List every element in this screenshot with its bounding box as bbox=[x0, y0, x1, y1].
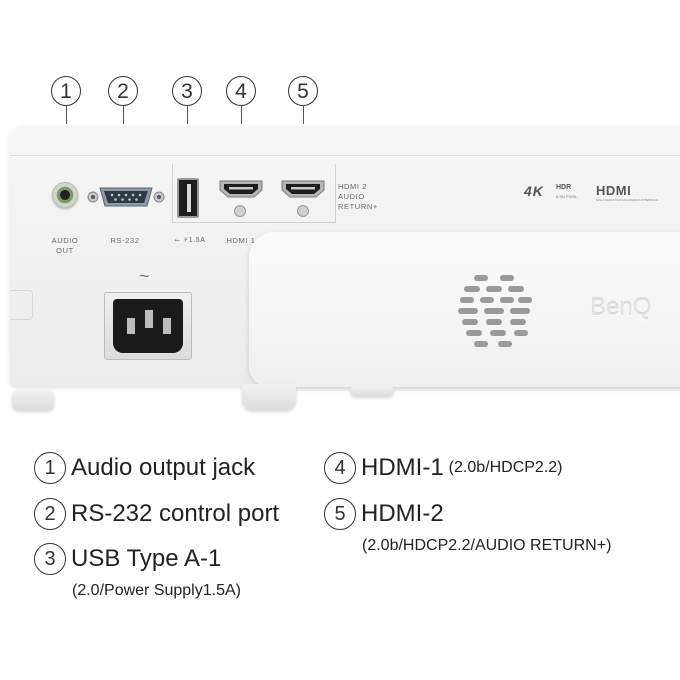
hdr-logo: HDR bbox=[556, 184, 572, 191]
usb-port-icon bbox=[177, 178, 199, 218]
audio-out-jack-icon bbox=[52, 182, 78, 208]
side-latch bbox=[10, 290, 33, 320]
hdmi2-port-icon bbox=[280, 179, 326, 199]
port-group-frame bbox=[172, 164, 336, 223]
callout-2: 2 bbox=[108, 76, 138, 106]
hdmi1-port-icon bbox=[218, 179, 264, 199]
hdmi1-label: HDMI 1 bbox=[226, 236, 256, 245]
caption-3: 3 USB Type A-1 bbox=[34, 543, 221, 575]
audio-out-label: AUDIO OUT bbox=[51, 236, 79, 255]
caption-number: 4 bbox=[324, 452, 356, 484]
foot-left bbox=[12, 390, 54, 410]
caption-1: 1 Audio output jack bbox=[34, 452, 255, 484]
caption-5-detail: (2.0b/HDCP2.2/AUDIO RETURN+) bbox=[362, 537, 612, 554]
callout-3: 3 bbox=[172, 76, 202, 106]
rs232-port-icon bbox=[86, 186, 166, 208]
ac-symbol-icon: ~ bbox=[139, 266, 150, 286]
pixel-text: 8.3M PIXEL bbox=[556, 194, 578, 199]
caption-number: 2 bbox=[34, 498, 66, 530]
callout-1: 1 bbox=[51, 76, 81, 106]
brand-logo: BenQ bbox=[590, 294, 652, 321]
caption-text: USB Type A-1 bbox=[71, 545, 222, 572]
hdmi2-label: HDMI 2 AUDIO RETURN+ bbox=[338, 182, 378, 211]
caption-number: 5 bbox=[324, 498, 356, 530]
caption-detail: (2.0b/HDCP2.2) bbox=[448, 459, 563, 476]
screw-icon bbox=[297, 205, 309, 217]
caption-2: 2 RS-232 control port bbox=[34, 498, 279, 530]
4k-logo: 4K bbox=[524, 183, 544, 199]
hdmi-tagline: HIGH-DEFINITION MULTIMEDIA INTERFACE bbox=[596, 198, 659, 202]
panel-seam bbox=[10, 155, 680, 156]
caption-number: 1 bbox=[34, 452, 66, 484]
foot-right bbox=[350, 386, 394, 396]
caption-text: HDMI-2 bbox=[361, 500, 444, 527]
hdmi-logo: HDMI bbox=[596, 183, 632, 198]
usb-label: ⭠ ⚡1.5A bbox=[174, 237, 206, 244]
caption-text: Audio output jack bbox=[71, 454, 256, 481]
caption-5: 5 HDMI-2 bbox=[324, 498, 444, 530]
screw-icon bbox=[234, 205, 246, 217]
caption-text: RS-232 control port bbox=[71, 500, 280, 527]
rs232-label: RS-232 bbox=[110, 236, 140, 245]
power-inlet bbox=[104, 292, 192, 360]
foot-center bbox=[242, 384, 296, 410]
caption-text: HDMI-1 bbox=[361, 454, 444, 481]
caption-3-detail: (2.0/Power Supply1.5A) bbox=[72, 582, 241, 599]
callout-4: 4 bbox=[226, 76, 256, 106]
caption-4: 4 HDMI-1 (2.0b/HDCP2.2) bbox=[324, 452, 563, 484]
callout-5: 5 bbox=[288, 76, 318, 106]
caption-number: 3 bbox=[34, 543, 66, 575]
